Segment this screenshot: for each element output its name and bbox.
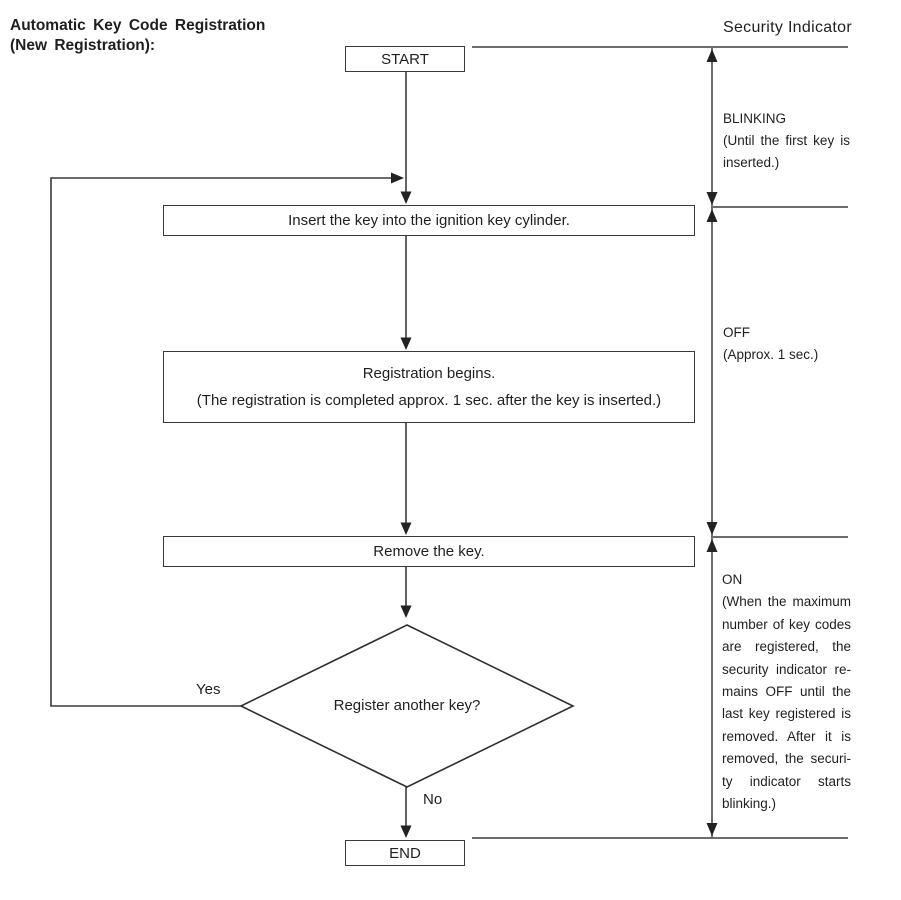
end-node: END	[345, 840, 465, 866]
step-insert-key-label: Insert the key into the ignition key cyl…	[288, 212, 570, 229]
step-remove-key-node: Remove the key.	[163, 536, 695, 567]
edge-yes-feedback-loop	[50, 177, 394, 707]
on-state-note-line: are registered, the	[722, 639, 851, 655]
page-title-line2: (New Registration):	[10, 37, 156, 54]
on-state-note-line: (When the maximum	[722, 594, 851, 610]
arrowhead-feedback-join	[391, 172, 404, 184]
off-state-note: OFF (Approx. 1 sec.)	[723, 322, 851, 366]
on-state-note-line: mains OFF until the	[722, 684, 851, 700]
blinking-state-note: BLINKING (Until the first key is inserte…	[723, 108, 850, 174]
security-indicator-heading: Security Indicator	[723, 19, 853, 36]
on-segment-bottom-arrowhead	[706, 823, 718, 836]
blinking-state-label: BLINKING	[723, 111, 787, 126]
decision-diamond-shape	[239, 624, 575, 788]
arrowhead-into-step2	[400, 337, 412, 350]
page-title-line1: Automatic Key Code Registration	[10, 17, 266, 34]
step-registration-label-line1: Registration begins.	[362, 365, 496, 382]
step-remove-key-label: Remove the key.	[373, 543, 485, 560]
off-state-label: OFF	[723, 325, 750, 340]
on-state-note-line: ty indicator starts	[722, 773, 851, 789]
on-state-note-line: last key registered is	[722, 706, 851, 722]
blinking-state-note-line2: inserted.)	[723, 155, 780, 170]
on-state-note-line: removed, the securi-	[722, 751, 851, 767]
on-state-note-line: number of key codes	[722, 616, 851, 632]
step-registration-label-line2: (The registration is completed approx. 1…	[196, 392, 662, 409]
off-segment-bottom-arrowhead	[706, 522, 718, 535]
on-state-note-line: security indicator re-	[722, 661, 851, 677]
arrowhead-into-step3	[400, 522, 412, 535]
decision-node-label: Register another key?	[333, 697, 481, 714]
arrowhead-into-decision	[400, 605, 412, 618]
on-state-note-line: blinking.)	[722, 796, 777, 812]
arrowhead-into-end	[400, 825, 412, 838]
blinking-state-note-line1: (Until the first key is	[723, 133, 850, 148]
flow-connectors	[50, 72, 407, 829]
end-node-label: END	[389, 844, 421, 862]
security-indicator-timeline	[472, 46, 848, 839]
no-branch-label: No	[423, 791, 443, 808]
arrowhead-into-step1	[400, 191, 412, 204]
blinking-segment-bottom-arrowhead	[706, 192, 718, 205]
step-registration-node: Registration begins. (The registration i…	[163, 351, 695, 423]
timeline-arrowheads	[706, 49, 718, 836]
on-state-note-line: removed. After it is	[722, 728, 851, 744]
blinking-segment-top-arrowhead	[706, 49, 718, 62]
step-insert-key-node: Insert the key into the ignition key cyl…	[163, 205, 695, 236]
start-node-label: START	[381, 50, 429, 68]
yes-branch-label: Yes	[196, 681, 221, 698]
on-segment-top-arrowhead	[706, 539, 718, 552]
off-segment-top-arrowhead	[706, 209, 718, 222]
flow-arrowheads	[391, 172, 412, 838]
on-state-note: ON (When the maximum number of key codes…	[722, 569, 851, 815]
on-state-label: ON	[722, 572, 743, 587]
off-state-note-line1: (Approx. 1 sec.)	[723, 347, 819, 362]
page-title: Automatic Key Code Registration (New Reg…	[10, 16, 265, 56]
start-node: START	[345, 46, 465, 72]
